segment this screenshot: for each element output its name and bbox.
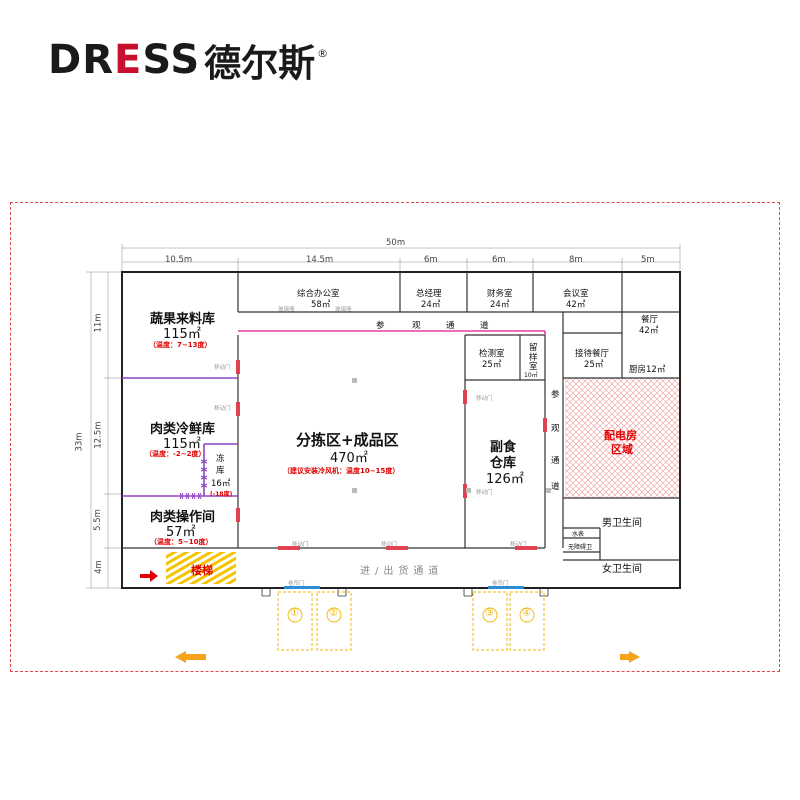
room-secondary-area: 126㎡ — [486, 472, 524, 487]
label-roller-1: 卷帘门 — [288, 581, 305, 587]
dim-seg-4: 6m — [492, 255, 506, 265]
site-boundary — [10, 202, 780, 672]
room-meat-cold-area: 115㎡ — [163, 437, 201, 452]
room-freezer-name-2: 库 — [216, 466, 225, 476]
room-secondary-1: 副食 — [490, 440, 517, 455]
corridor-visit-4: 道 — [480, 321, 489, 331]
corridor-visit-v-2: 观 — [551, 424, 560, 434]
room-finance-area: 24㎡ — [490, 300, 510, 310]
room-accessible-wc: 无障碍卫 — [568, 544, 593, 551]
room-male-wc: 男卫生间 — [602, 518, 642, 529]
corridor-visit-1: 参 — [376, 321, 385, 331]
room-sample-3: 室 — [529, 362, 538, 372]
room-meeting-name: 会议室 — [563, 289, 589, 299]
left-arrow — [175, 651, 206, 663]
label-roller-2: 卷帘门 — [492, 581, 509, 587]
dim-seg-5: 8m — [569, 255, 583, 265]
room-meat-proc-name: 肉类操作间 — [150, 510, 216, 525]
room-sample-area: 10㎡ — [524, 372, 538, 379]
corridor-visit-3: 通 — [446, 321, 455, 331]
room-freezer-area: 16㎡ — [211, 479, 231, 489]
room-kitchen-name: 厨房12㎡ — [629, 365, 666, 375]
room-sorting-area: 470㎡ — [330, 451, 368, 466]
room-water: 水表 — [572, 531, 585, 538]
room-dining-area: 42㎡ — [639, 326, 659, 336]
room-freezer-temp: (-18度) — [210, 491, 233, 498]
dim-total-width: 50m — [386, 238, 406, 248]
room-reception-name: 接待餐厅 — [575, 349, 610, 359]
room-sorting-note: （建议安装冷风机：温度10~15度） — [283, 467, 400, 475]
logo-chinese: 德尔斯 — [204, 42, 316, 85]
room-sample-1: 留 — [529, 343, 538, 353]
label-wall-2: 玻璃墙 — [335, 307, 352, 313]
logo-latin: DRESS — [48, 37, 200, 83]
corridor-visit-v-3: 通 — [551, 456, 560, 466]
room-inspection-area: 25㎡ — [482, 360, 502, 370]
room-produce-area: 115㎡ — [163, 327, 201, 342]
roller-doors — [284, 586, 524, 589]
dock-2: ② — [329, 608, 338, 619]
dim-h-2: 12.5m — [93, 421, 104, 449]
logo-registered: ® — [317, 46, 329, 60]
dim-total-height: 33m — [74, 432, 85, 452]
label-sliding-1: 移动门 — [214, 365, 231, 371]
label-sliding-6: 移动门 — [381, 542, 398, 548]
dim-h-4: 4m — [93, 560, 104, 574]
room-meat-proc-area: 57㎡ — [166, 525, 196, 540]
room-office-name: 综合办公室 — [297, 289, 340, 299]
corridor-cargo: 进/出货通道 — [360, 566, 444, 577]
room-gm-name: 总经理 — [416, 289, 442, 299]
room-gm-area: 24㎡ — [421, 300, 441, 310]
corridor-visit-v-4: 道 — [551, 482, 560, 492]
corridor-visit-v-1: 参 — [551, 390, 560, 400]
freezer-seal-marks — [179, 459, 208, 500]
room-female-wc: 女卫生间 — [602, 564, 642, 575]
dim-seg-1: 10.5m — [165, 255, 193, 265]
dock-4: ④ — [522, 608, 531, 619]
dim-seg-3: 6m — [424, 255, 438, 265]
room-finance-name: 财务室 — [487, 289, 513, 299]
room-secondary-2: 仓库 — [490, 456, 517, 471]
dim-seg-2: 14.5m — [306, 255, 334, 265]
room-meat-cold-temp: （温度：-2~2度） — [145, 450, 206, 458]
room-meeting-area: 42㎡ — [566, 300, 586, 310]
dim-seg-6: 5m — [641, 255, 655, 265]
room-produce-temp: （温度：7~13度） — [149, 341, 212, 349]
dim-h-1: 11m — [93, 313, 104, 333]
room-sample-2: 样 — [529, 353, 538, 363]
label-sliding-5: 移动门 — [292, 542, 309, 548]
corridor-visit-2: 观 — [412, 321, 421, 331]
room-power-2: 区域 — [611, 443, 633, 456]
right-arrow — [620, 651, 640, 663]
dock-bays — [277, 591, 545, 651]
room-freezer-name-1: 冻 — [216, 454, 225, 464]
label-sliding-3: 移动门 — [476, 396, 493, 402]
room-sorting-name: 分拣区+成品区 — [296, 431, 399, 449]
dock-1: ① — [290, 608, 299, 619]
label-wall-1: 玻璃墙 — [278, 307, 295, 313]
label-sliding-7: 移动门 — [510, 542, 527, 548]
room-meat-proc-temp: （温度：5~10度） — [150, 538, 213, 546]
stairs-label: 楼梯 — [191, 564, 213, 577]
sliding-doors — [236, 360, 547, 550]
dim-h-3: 5.5m — [92, 509, 103, 531]
room-office-area: 58㎡ — [311, 300, 331, 310]
room-meat-cold-name: 肉类冷鲜库 — [150, 422, 216, 437]
brand-logo: DRESS 德尔斯 ® — [48, 37, 329, 85]
logo-latin-e: E — [114, 37, 143, 83]
room-produce-name: 蔬果来料库 — [150, 312, 216, 327]
label-sliding-4: 移动门 — [476, 490, 493, 496]
room-reception-area: 25㎡ — [584, 360, 604, 370]
label-sliding-2: 移动门 — [214, 406, 231, 412]
room-inspection-name: 检测室 — [479, 349, 505, 359]
dock-3: ③ — [485, 608, 494, 619]
logo-latin-prefix: DR — [48, 37, 115, 83]
room-power-1: 配电房 — [604, 429, 637, 442]
logo-latin-suffix: SS — [142, 37, 201, 83]
entry-arrow — [140, 570, 158, 582]
dimension-lines — [86, 244, 681, 589]
room-dining-name: 餐厅 — [641, 315, 659, 325]
